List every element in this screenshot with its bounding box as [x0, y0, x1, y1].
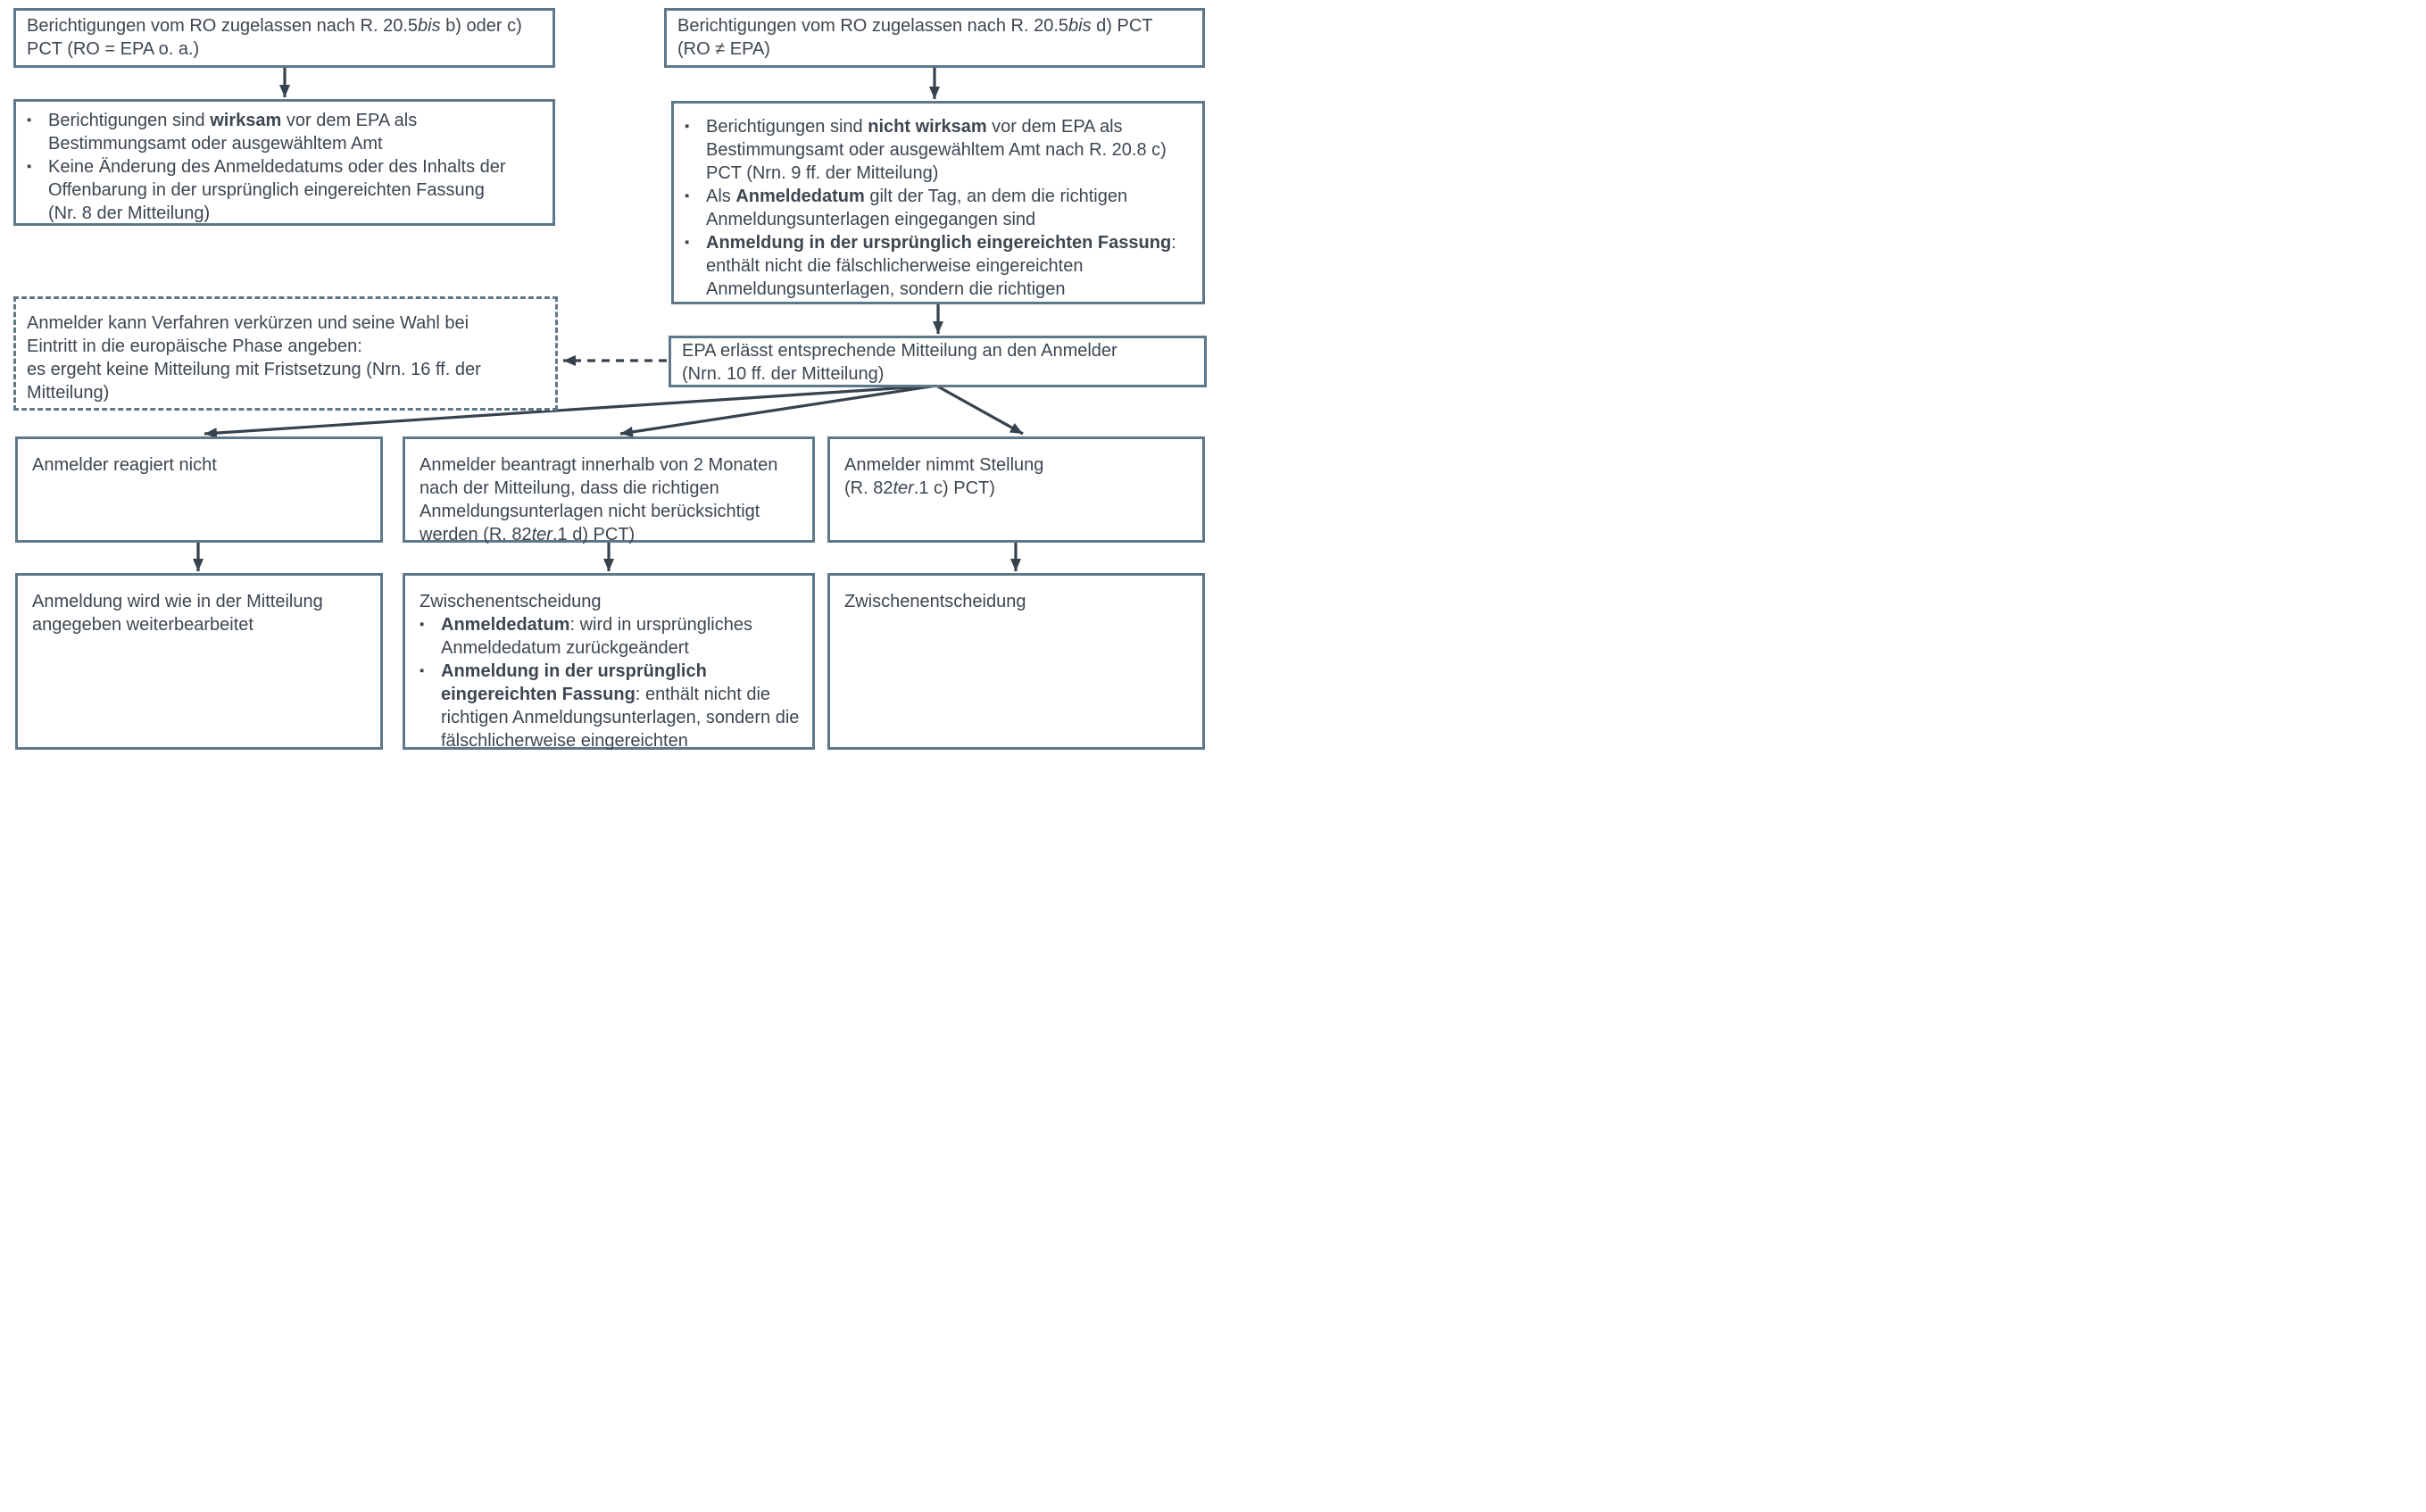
node-zwischenentscheidung-text: Zwischenentscheidung	[844, 592, 1026, 611]
node-reagiert-nicht: Anmelder reagiert nicht	[15, 436, 383, 543]
arrow-epa-mitteilung-to-nimmt-stellung	[935, 384, 1024, 436]
node-ro-epa-bc-text: Berichtigungen vom RO zugelassen nach R.…	[27, 16, 522, 59]
node-beantragt: Anmelder beantragt innerhalb von 2 Monat…	[403, 436, 815, 544]
bullet-icon: ▪	[685, 188, 690, 204]
bullet-icon: ▪	[420, 663, 425, 678]
bullet-icon: ▪	[27, 112, 32, 128]
node-zwischenentscheidung: Zwischenentscheidung	[827, 573, 1205, 750]
flowchart-canvas: Berichtigungen vom RO zugelassen nach R.…	[0, 0, 1213, 756]
node-verfahren-verkuerzen-text: Anmelder kann Verfahren verkürzen und se…	[27, 313, 481, 403]
arrow-epa-mitteilung-to-beantragt	[619, 384, 937, 437]
node-beantragt-text: Anmelder beantragt innerhalb von 2 Monat…	[420, 455, 778, 544]
node-reagiert-nicht-text: Anmelder reagiert nicht	[32, 455, 217, 475]
node-wirksam-text: ▪Berichtigungen sind wirksam vor dem EPA…	[27, 111, 506, 223]
node-ro-neq-epa-d-text: Berichtigungen vom RO zugelassen nach R.…	[677, 16, 1153, 59]
node-zwischenentscheidung-detail-text: Zwischenentscheidung▪Anmeldedatum: wird …	[420, 592, 800, 751]
node-nicht-wirksam-text: ▪Berichtigungen sind nicht wirksam vor d…	[685, 117, 1176, 299]
bullet-icon: ▪	[685, 119, 690, 134]
node-epa-mitteilung: EPA erlässt entsprechende Mitteilung an …	[669, 336, 1207, 387]
node-zwischenentscheidung-detail: Zwischenentscheidung▪Anmeldedatum: wird …	[403, 573, 815, 751]
bullet-icon: ▪	[420, 617, 425, 632]
node-nimmt-stellung-text: Anmelder nimmt Stellung(R. 82ter.1 c) PC…	[844, 455, 1044, 498]
node-verfahren-verkuerzen: Anmelder kann Verfahren verkürzen und se…	[13, 296, 558, 411]
node-epa-mitteilung-text: EPA erlässt entsprechende Mitteilung an …	[682, 341, 1117, 384]
node-nicht-wirksam: ▪Berichtigungen sind nicht wirksam vor d…	[671, 101, 1205, 304]
bullet-icon: ▪	[685, 235, 690, 250]
node-nimmt-stellung: Anmelder nimmt Stellung(R. 82ter.1 c) PC…	[827, 436, 1205, 543]
bullet-icon: ▪	[27, 159, 32, 174]
node-ro-epa-bc: Berichtigungen vom RO zugelassen nach R.…	[13, 8, 555, 68]
node-ro-neq-epa-d: Berichtigungen vom RO zugelassen nach R.…	[664, 8, 1205, 68]
node-wirksam: ▪Berichtigungen sind wirksam vor dem EPA…	[13, 99, 555, 226]
